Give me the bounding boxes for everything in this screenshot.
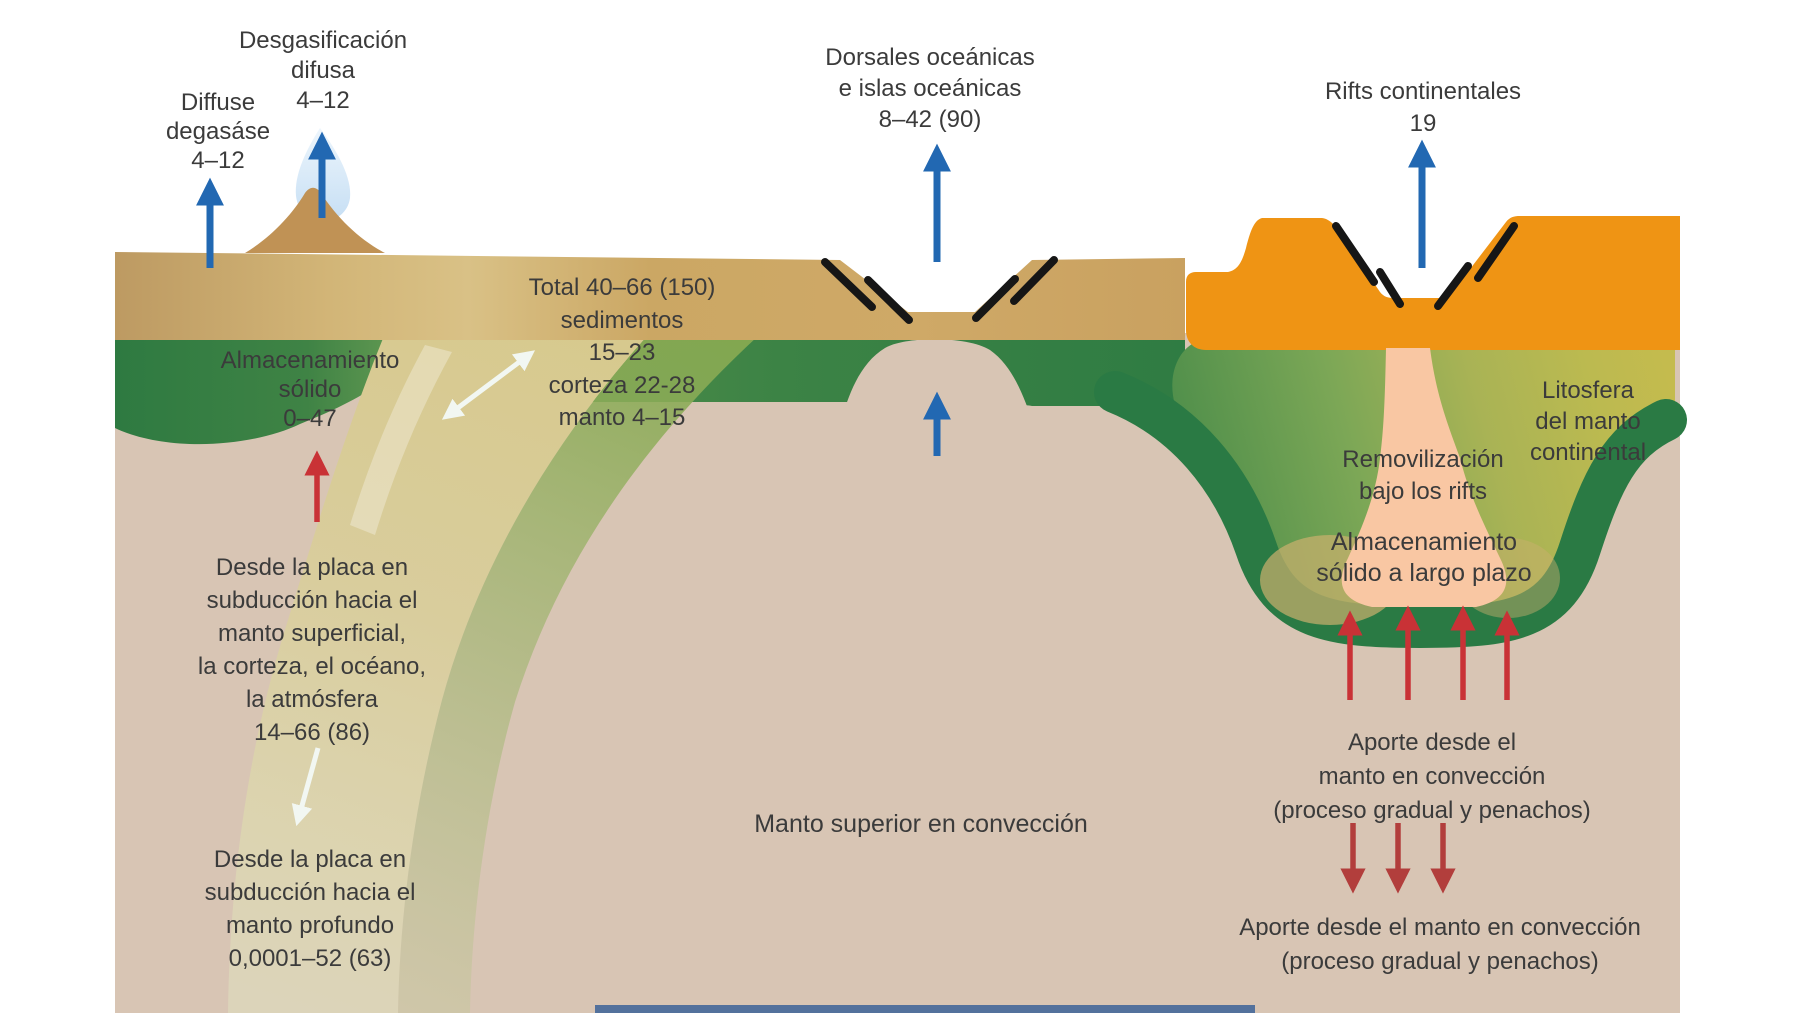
label-line: subducción hacia el <box>206 587 418 614</box>
bottom-bar <box>595 1005 1255 1013</box>
label-line: Aporte desde el manto en convección <box>1239 914 1641 941</box>
label-value: 15–23 <box>588 339 656 366</box>
arrow-slab-exchange-double <box>441 350 536 420</box>
fault-line <box>1434 262 1472 310</box>
label-line: sólido <box>278 376 342 403</box>
label-value: 4–12 <box>296 87 350 114</box>
label-longterm-storage: Almacenamiento sólido a largo plazo <box>1316 527 1531 589</box>
label-line: manto superficial, <box>217 620 407 647</box>
label-convecting-mantle: Manto superior en convección <box>754 810 1088 839</box>
label-value: manto 4–15 <box>558 404 686 431</box>
label-value: 19 <box>1409 110 1437 137</box>
fault-line <box>821 258 876 311</box>
subducting-slab <box>228 298 660 1013</box>
label-diffuse-degassing-es: Desgasificación difusa 4–12 <box>239 26 407 116</box>
label-line: bajo los rifts <box>1358 478 1488 505</box>
label-value: 4–12 <box>191 147 245 174</box>
label-value: 0,0001–52 (63) <box>228 945 392 972</box>
label-line: Almacenamiento <box>1330 528 1518 556</box>
label-line: Almacenamiento <box>220 347 400 374</box>
label-value: 14–66 (86) <box>253 719 371 746</box>
label-solid-storage: Almacenamiento sólido 0–47 <box>221 346 400 433</box>
fault-line <box>1376 268 1404 308</box>
label-line: (proceso gradual y penachos) <box>1281 948 1599 975</box>
label-value: 0–47 <box>283 405 337 432</box>
label-mantle-input-upper: Aporte desde el manto en convección (pro… <box>1273 726 1591 828</box>
label-line: manto en convección <box>1318 763 1546 790</box>
label-subduction-total: Total 40–66 (150) sedimentos 15–23 corte… <box>529 272 716 435</box>
label-line: e islas oceánicas <box>838 75 1022 102</box>
fault-line <box>1010 256 1058 305</box>
label-line: continental <box>1529 439 1647 466</box>
label-line: la corteza, el océano, <box>197 653 427 680</box>
label-line: del manto <box>1535 408 1641 435</box>
label-continental-rifts: Rifts continentales 19 <box>1325 76 1521 140</box>
label-line: Manto superior en convección <box>754 810 1088 838</box>
label-slab-to-shallow-mantle: Desde la placa en subducción hacia el ma… <box>198 551 426 749</box>
label-line: Litosfera <box>1541 377 1635 404</box>
label-line: (proceso gradual y penachos) <box>1273 797 1591 824</box>
label-line: Aporte desde el <box>1347 729 1517 756</box>
label-line: subducción hacia el <box>204 879 416 906</box>
label-line: degasáse <box>165 118 271 145</box>
label-line: manto profundo <box>225 912 395 939</box>
fault-line <box>1332 222 1378 286</box>
label-value: corteza 22-28 <box>548 371 696 399</box>
label-line: Desgasificación <box>238 27 408 54</box>
label-diffuse-degassing-en: Diffuse degasáse 4–12 <box>166 88 270 175</box>
rift-fault-lines <box>1332 222 1518 310</box>
fault-line <box>972 275 1019 322</box>
label-line: Diffuse <box>180 89 256 116</box>
label-line: Desde la placa en <box>215 554 409 581</box>
label-value: Total 40–66 (150) <box>528 274 716 301</box>
label-line: Desde la placa en <box>213 846 407 873</box>
label-line: sedimentos <box>560 306 684 334</box>
label-remobilization: Removilización bajo los rifts <box>1342 444 1503 508</box>
volcano <box>245 187 385 253</box>
label-line: Removilización <box>1342 446 1504 473</box>
rift-remobilization-plume <box>1341 348 1507 607</box>
ridge-fault-lines <box>821 256 1058 324</box>
crust-sediment-band <box>115 252 1185 340</box>
fault-line <box>864 276 913 324</box>
label-line: difusa <box>290 57 356 84</box>
label-value: 8–42 (90) <box>878 106 982 133</box>
label-line: Rifts continentales <box>1324 78 1522 105</box>
label-slab-to-deep-mantle: Desde la placa en subducción hacia el ma… <box>205 843 416 975</box>
slab-light-streak <box>350 345 452 535</box>
label-mantle-input-lower: Aporte desde el manto en convección (pro… <box>1239 911 1641 979</box>
label-ocean-ridges: Dorsales oceánicas e islas oceánicas 8–4… <box>825 42 1034 135</box>
label-continental-lithosphere: Litosfera del manto continental <box>1530 375 1646 468</box>
arrow-slab-to-deep-mantle <box>291 747 321 827</box>
continental-crust <box>1186 216 1680 350</box>
label-line: la atmósfera <box>245 686 379 713</box>
fault-line <box>1474 222 1518 282</box>
slab-green-fringe <box>398 322 758 1013</box>
label-line: sólido a largo plazo <box>1316 559 1532 587</box>
label-line: Dorsales oceánicas <box>825 44 1035 71</box>
